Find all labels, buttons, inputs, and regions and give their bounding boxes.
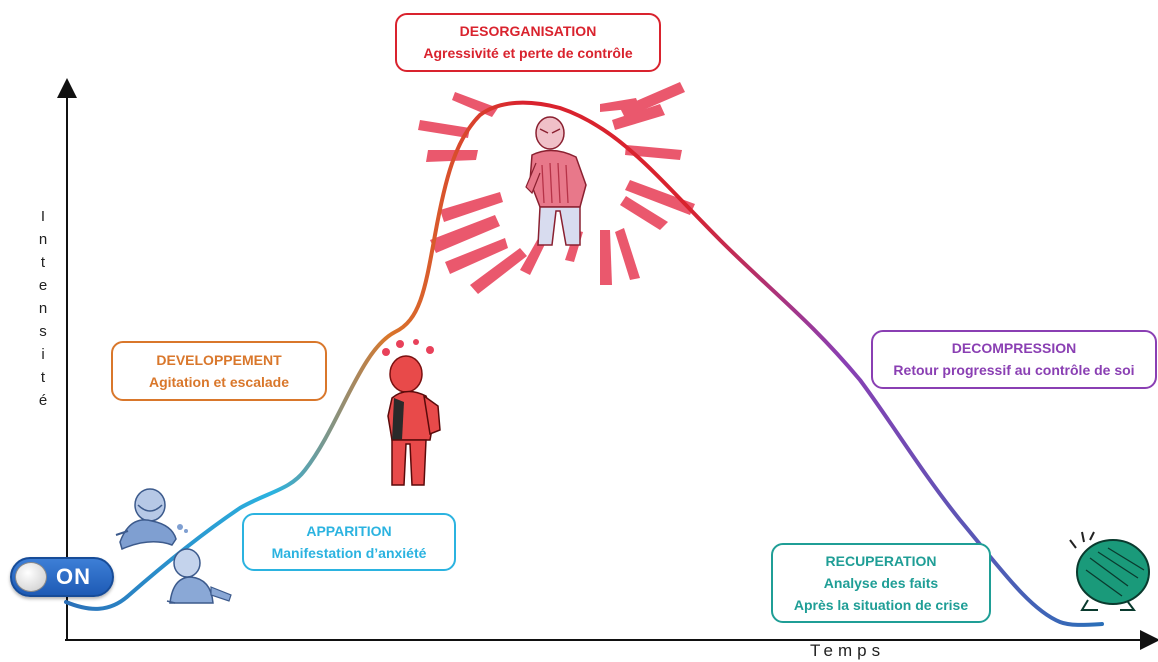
phase-description: Agitation et escalade [148, 374, 290, 390]
y-axis-letter: i [41, 346, 45, 363]
x-axis-label: Temps [810, 641, 886, 660]
angry-person-icon [525, 116, 587, 246]
y-axis-label: I n t e n s i t é [36, 205, 50, 412]
phase-title: DEVELOPPEMENT [156, 352, 282, 368]
phase-decompression-box: DECOMPRESSION Retour progressif au contr… [871, 330, 1157, 389]
phase-title: DECOMPRESSION [951, 340, 1077, 356]
phase-apparition-box: APPARITION Manifestation d’anxiété [242, 513, 456, 571]
on-toggle[interactable]: ON [10, 557, 114, 597]
y-axis-letter: e [38, 277, 48, 294]
y-axis-letter: n [38, 231, 48, 248]
y-axis-letter: s [39, 323, 47, 340]
phase-description: Agressivité et perte de contrôle [423, 45, 633, 61]
curled-up-person-icon [1069, 531, 1150, 611]
calm-person-2-icon [166, 548, 232, 604]
toggle-knob [15, 562, 47, 592]
phase-title: DESORGANISATION [459, 23, 597, 39]
toggle-label: ON [56, 564, 91, 589]
phase-desorganisation-box: DESORGANISATION Agressivité et perte de … [395, 13, 661, 72]
phase-description: Manifestation d’anxiété [271, 545, 427, 561]
intensity-curve [64, 100, 1104, 627]
y-axis-letter: t [40, 254, 46, 271]
y-axis-letter: t [40, 369, 46, 386]
agitated-person-icon [382, 339, 441, 486]
phase-developpement-box: DEVELOPPEMENT Agitation et escalade [111, 341, 327, 401]
phase-description: Retour progressif au contrôle de soi [893, 362, 1135, 378]
phase-title: RECUPERATION [825, 553, 937, 569]
calm-person-1-icon [115, 488, 188, 551]
y-axis-letter: I [40, 208, 46, 225]
phase-description: Analyse des faits [823, 575, 939, 591]
y-axis-letter: n [38, 300, 48, 317]
phase-description: Après la situation de crise [793, 597, 969, 613]
phase-recuperation-box: RECUPERATION Analyse des faits Après la … [771, 543, 991, 623]
y-axis-letter: é [38, 392, 48, 409]
phase-title: APPARITION [306, 523, 392, 539]
